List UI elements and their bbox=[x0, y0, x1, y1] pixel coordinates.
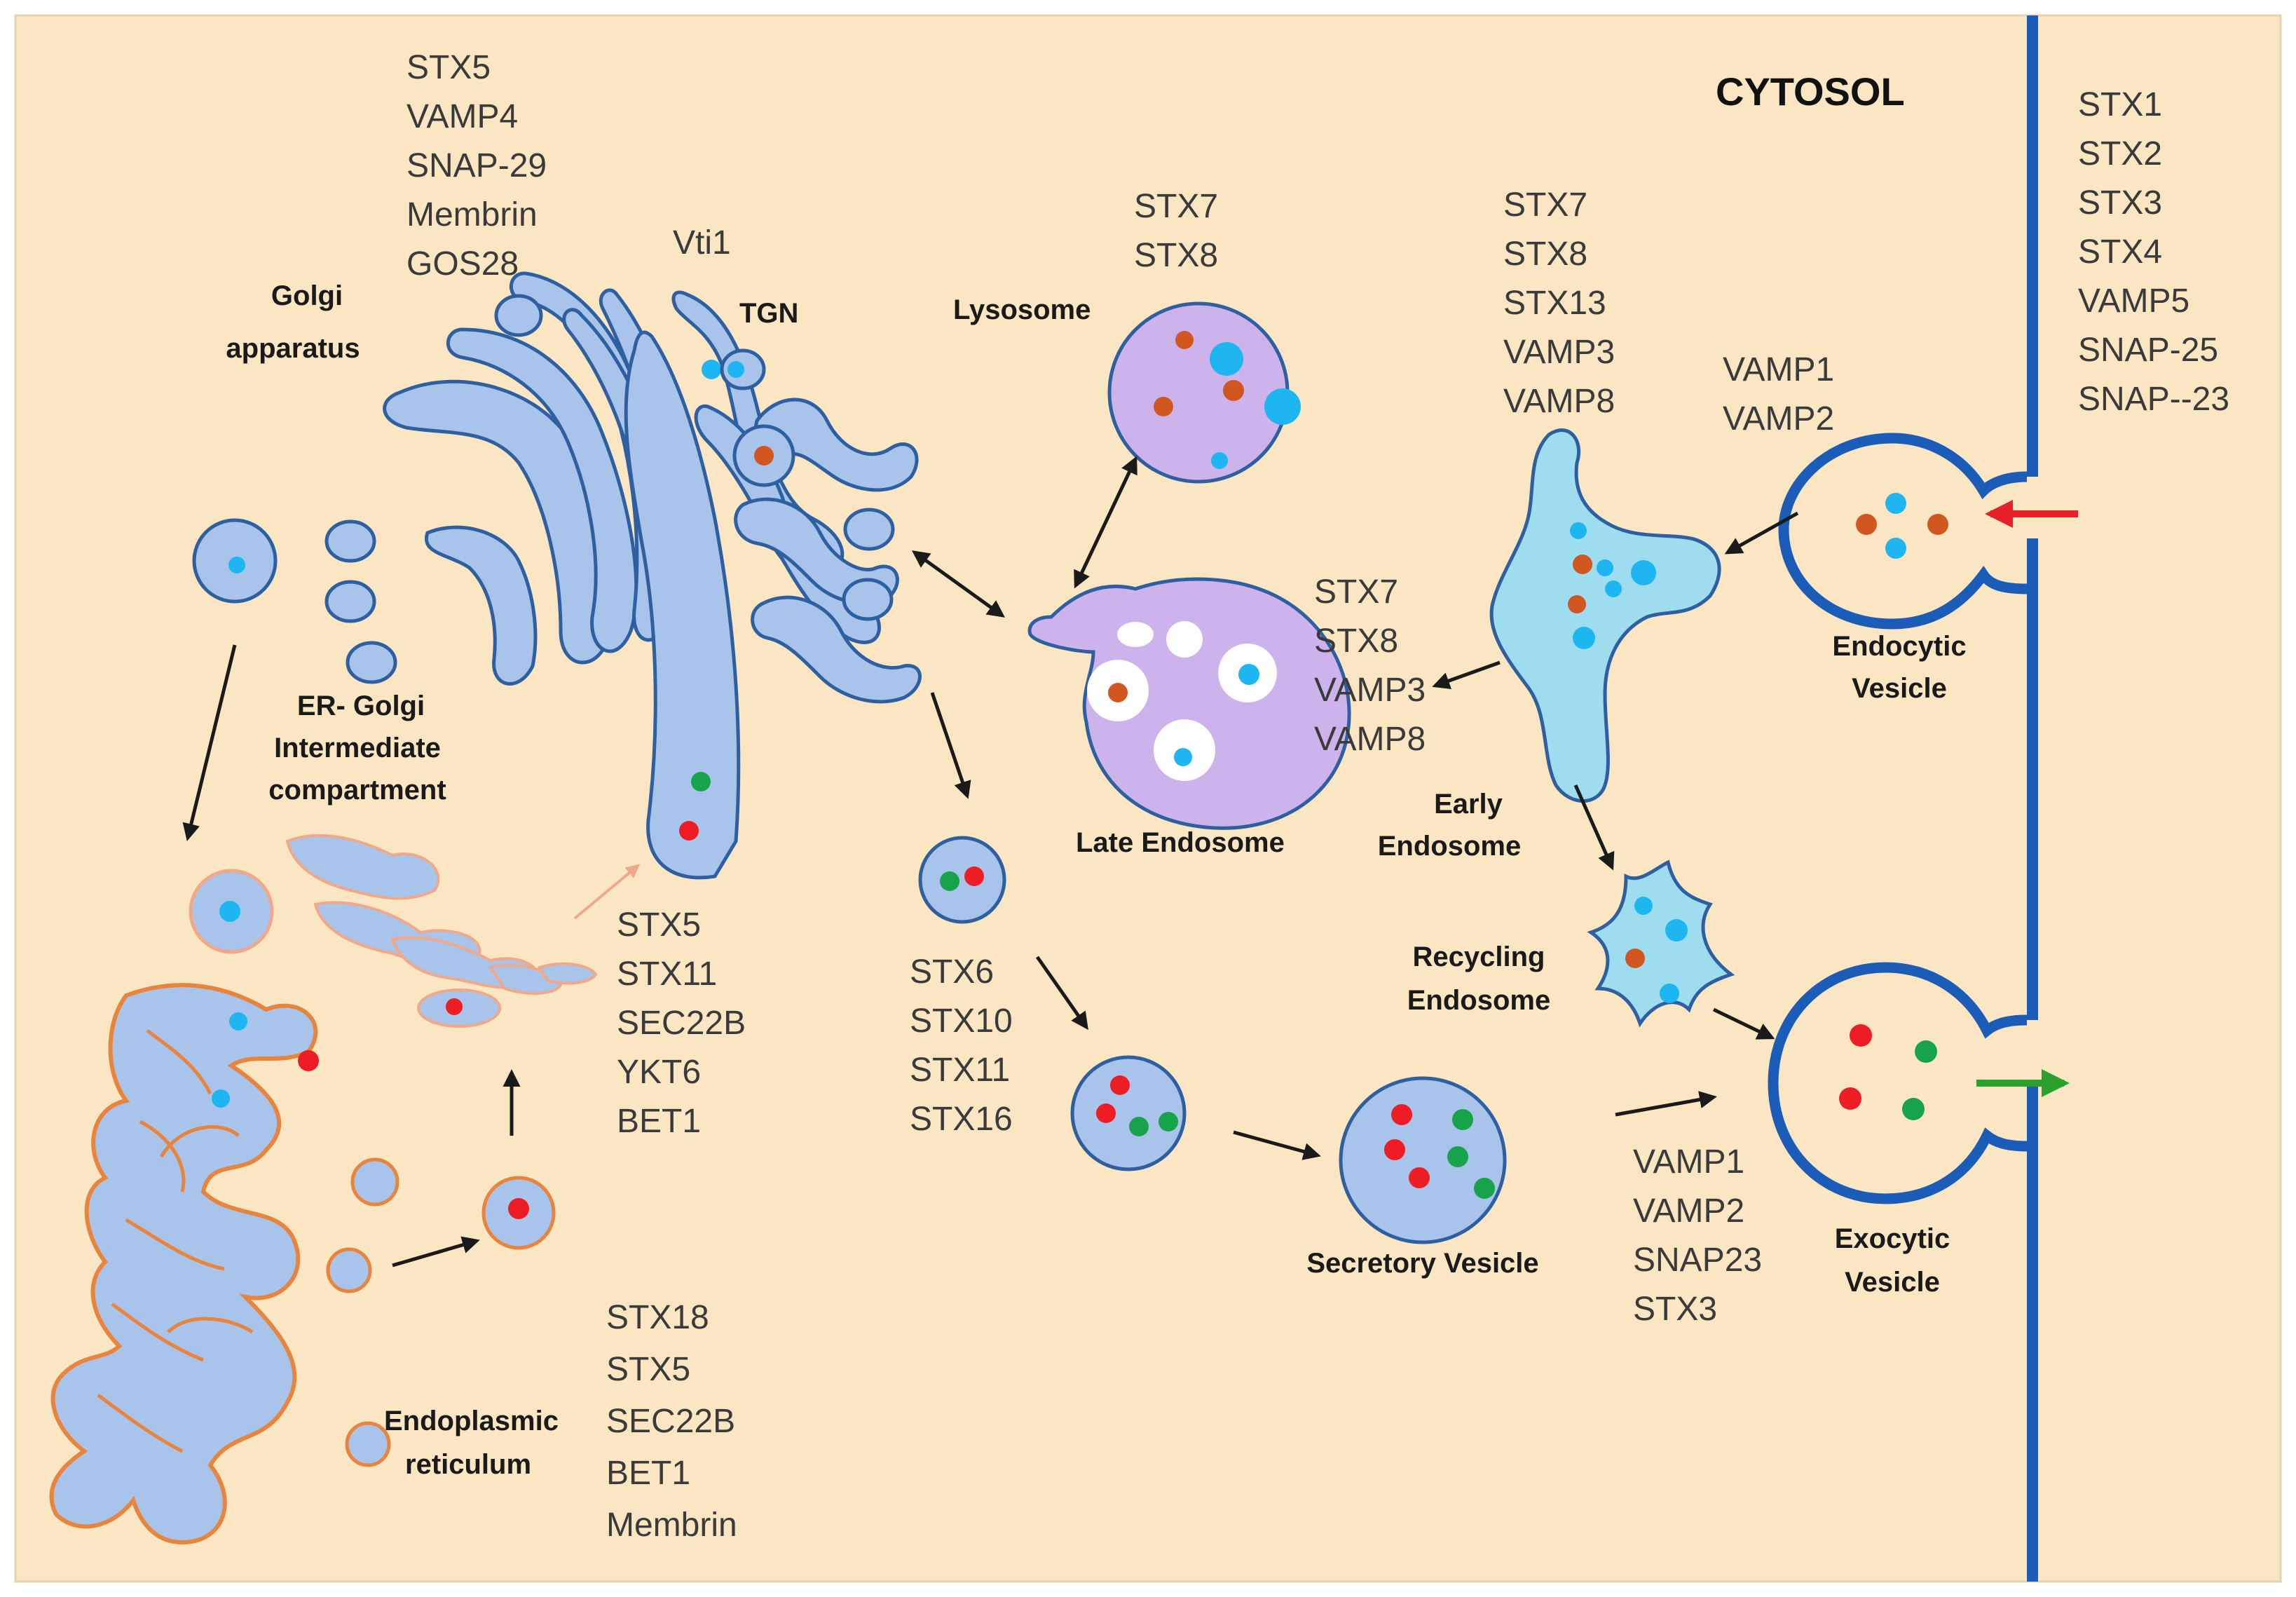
recycling-endosome-label-2: Endosome bbox=[1407, 985, 1550, 1016]
snare-protein-label: STX1 bbox=[2078, 86, 2162, 123]
golgi-vesicles bbox=[192, 294, 895, 684]
snare-protein-label: STX6 bbox=[910, 953, 994, 991]
snare-protein-label: STX5 bbox=[617, 906, 701, 944]
tgn-label: TGN bbox=[739, 298, 798, 329]
tgn-vesicle-1 bbox=[918, 836, 1006, 924]
cytosol-label: CYTOSOL bbox=[1716, 69, 1905, 114]
early-endosome-label-2: Endosome bbox=[1378, 831, 1521, 862]
endocytic-vesicle bbox=[1778, 433, 2028, 630]
snare-protein-label: STX8 bbox=[1503, 236, 1587, 273]
snare-protein-label: BET1 bbox=[617, 1103, 701, 1140]
snare-protein-label: VAMP3 bbox=[1503, 334, 1615, 371]
snare-protein-label: STX16 bbox=[910, 1101, 1013, 1138]
golgi-label-1: Golgi bbox=[271, 280, 343, 311]
snare-protein-label: STX10 bbox=[910, 1003, 1013, 1040]
tgn-vesicle-2 bbox=[1070, 1055, 1187, 1171]
snare-protein-label: GOS28 bbox=[406, 245, 519, 283]
er-exit-vesicles bbox=[326, 1157, 556, 1467]
snare-protein-label: SNAP--23 bbox=[2078, 381, 2229, 418]
snare-protein-label: STX3 bbox=[2078, 184, 2162, 222]
snare-protein-label: VAMP4 bbox=[406, 98, 518, 135]
snare-protein-label: STX8 bbox=[1314, 623, 1398, 660]
snare-protein-label: STX8 bbox=[1134, 237, 1218, 274]
golgi-label-2: apparatus bbox=[226, 333, 360, 364]
ergic-to-golgi-arrow bbox=[573, 864, 641, 920]
snare-protein-label: Membrin bbox=[606, 1507, 737, 1544]
early-endosome bbox=[1489, 428, 1721, 803]
lysosome bbox=[1107, 301, 1301, 484]
snare-protein-label: YKT6 bbox=[617, 1054, 701, 1091]
snare-protein-label: SEC22B bbox=[617, 1005, 746, 1042]
snare-protein-label: VAMP3 bbox=[1314, 672, 1426, 709]
vti1-label: Vti1 bbox=[673, 224, 731, 261]
snare-protein-label: SNAP-25 bbox=[2078, 332, 2218, 369]
endocytic-vesicle-label-2: Vesicle bbox=[1852, 673, 1947, 704]
snare-protein-label: VAMP2 bbox=[1633, 1192, 1744, 1230]
snare-protein-label: STX5 bbox=[606, 1351, 690, 1388]
snare-protein-label: STX11 bbox=[910, 1052, 1010, 1089]
snare-protein-label: VAMP8 bbox=[1314, 721, 1426, 758]
snare-protein-label: SEC22B bbox=[606, 1403, 735, 1440]
golgi-apparatus bbox=[383, 271, 922, 880]
snare-protein-label: BET1 bbox=[606, 1455, 690, 1492]
snare-protein-label: STX7 bbox=[1134, 188, 1218, 225]
snare-protein-label: STX7 bbox=[1314, 573, 1398, 611]
snare-protein-label: STX2 bbox=[2078, 135, 2162, 172]
snare-protein-lists: STX5VAMP4SNAP-29MembrinGOS28STX7STX8STX7… bbox=[406, 49, 2229, 1544]
er-golgi-intermediate-compartment bbox=[189, 834, 598, 1028]
er-label-1: Endoplasmic bbox=[384, 1406, 559, 1436]
endocytic-vesicle-label-1: Endocytic bbox=[1832, 631, 1966, 662]
snare-protein-label: STX5 bbox=[406, 49, 491, 86]
snare-protein-label: STX18 bbox=[606, 1299, 709, 1336]
snare-protein-label: VAMP8 bbox=[1503, 383, 1615, 420]
ergic-label-1: ER- Golgi bbox=[297, 691, 425, 721]
snare-protein-label: VAMP5 bbox=[2078, 283, 2189, 320]
ergic-label-3: compartment bbox=[268, 775, 446, 806]
snare-protein-label: VAMP1 bbox=[1633, 1143, 1744, 1181]
recycling-endosome bbox=[1587, 859, 1735, 1028]
late-endosome bbox=[1027, 577, 1351, 830]
snare-protein-label: STX7 bbox=[1503, 186, 1587, 224]
snare-protein-label: SNAP23 bbox=[1633, 1242, 1762, 1279]
early-endosome-label-1: Early bbox=[1434, 789, 1503, 820]
snare-protein-label: STX11 bbox=[617, 956, 717, 993]
ergic-label-2: Intermediate bbox=[274, 733, 441, 763]
secretory-vesicle-label: Secretory Vesicle bbox=[1306, 1248, 1538, 1279]
snare-protein-label: STX3 bbox=[1633, 1291, 1717, 1328]
snare-protein-label: STX13 bbox=[1503, 285, 1606, 322]
er-label-2: reticulum bbox=[405, 1449, 531, 1480]
snare-protein-label: VAMP2 bbox=[1723, 400, 1834, 437]
snare-protein-label: STX4 bbox=[2078, 233, 2162, 271]
snare-protein-label: VAMP1 bbox=[1723, 351, 1834, 388]
secretory-vesicle bbox=[1339, 1076, 1507, 1244]
exocytic-vesicle-label-1: Exocytic bbox=[1835, 1223, 1950, 1254]
snare-protein-label: SNAP-29 bbox=[406, 147, 547, 184]
recycling-endosome-label-1: Recycling bbox=[1413, 942, 1545, 972]
lysosome-label: Lysosome bbox=[953, 294, 1091, 325]
transport-arrows bbox=[182, 456, 1799, 1268]
exocytic-vesicle-label-2: Vesicle bbox=[1845, 1267, 1940, 1298]
late-endosome-label: Late Endosome bbox=[1076, 827, 1285, 858]
snare-protein-label: Membrin bbox=[406, 196, 538, 233]
